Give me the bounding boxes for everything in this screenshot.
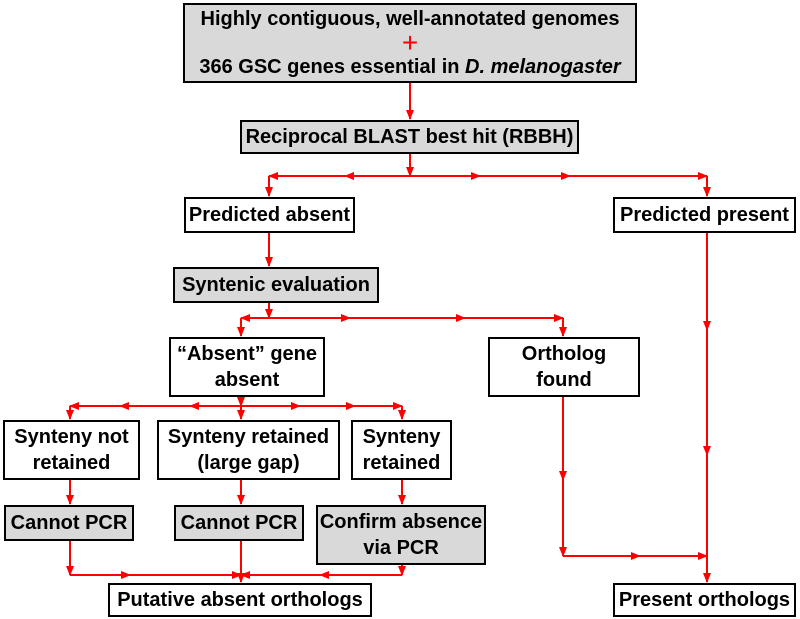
species-name: D. melanogaster	[465, 56, 621, 78]
input-genomes-box: Highly contiguous, well-annotated genome…	[183, 3, 637, 83]
absent-gene-absent-box: “Absent” gene absent	[169, 337, 325, 397]
input-genes-prefix: 366 GSC genes essential in	[199, 56, 466, 78]
cannot-pcr-box-2: Cannot PCR	[174, 505, 304, 541]
predicted-absent-box: Predicted absent	[184, 197, 355, 233]
synteny-retained-line1: Synteny	[362, 426, 441, 448]
synteny-retained-line2: retained	[362, 452, 441, 474]
cannot-pcr-label-1: Cannot PCR	[10, 512, 128, 534]
absent-gene-line1: “Absent” gene	[176, 343, 318, 365]
syntenic-evaluation-box: Syntenic evaluation	[173, 267, 379, 303]
input-genomes-label: Highly contiguous, well-annotated genome…	[200, 8, 620, 30]
synteny-retained-large-gap-line2: (large gap)	[197, 452, 300, 474]
present-orthologs-label: Present orthologs	[618, 589, 791, 611]
cannot-pcr-box-1: Cannot PCR	[4, 505, 134, 541]
confirm-absence-box: Confirm absence via PCR	[316, 505, 486, 565]
ortholog-found-box: Ortholog found	[488, 337, 640, 397]
plus-icon: +	[401, 27, 419, 58]
predicted-present-label: Predicted present	[620, 204, 789, 226]
ortholog-found-line2: found	[536, 369, 592, 391]
synteny-not-retained-line1: Synteny not	[14, 426, 129, 448]
present-orthologs-box: Present orthologs	[613, 583, 796, 617]
confirm-absence-line2: via PCR	[363, 537, 439, 559]
synteny-not-retained-box: Synteny not retained	[3, 420, 140, 480]
predicted-absent-label: Predicted absent	[188, 204, 351, 226]
input-genes-label: 366 GSC genes essential in D. melanogast…	[199, 54, 620, 80]
rbbh-label: Reciprocal BLAST best hit (RBBH)	[245, 126, 574, 148]
absent-gene-line2: absent	[214, 369, 280, 391]
synteny-retained-box: Synteny retained	[351, 420, 452, 480]
synteny-retained-large-gap-line1: Synteny retained	[167, 426, 330, 448]
rbbh-box: Reciprocal BLAST best hit (RBBH)	[240, 120, 579, 154]
cannot-pcr-label-2: Cannot PCR	[180, 512, 298, 534]
confirm-absence-line1: Confirm absence	[319, 511, 483, 533]
syntenic-evaluation-label: Syntenic evaluation	[182, 274, 370, 296]
synteny-not-retained-line2: retained	[32, 452, 111, 474]
putative-absent-orthologs-box: Putative absent orthologs	[108, 583, 372, 617]
putative-absent-orthologs-label: Putative absent orthologs	[117, 589, 363, 611]
synteny-retained-large-gap-box: Synteny retained (large gap)	[157, 420, 340, 480]
ortholog-found-line1: Ortholog	[521, 343, 607, 365]
predicted-present-box: Predicted present	[613, 197, 796, 233]
